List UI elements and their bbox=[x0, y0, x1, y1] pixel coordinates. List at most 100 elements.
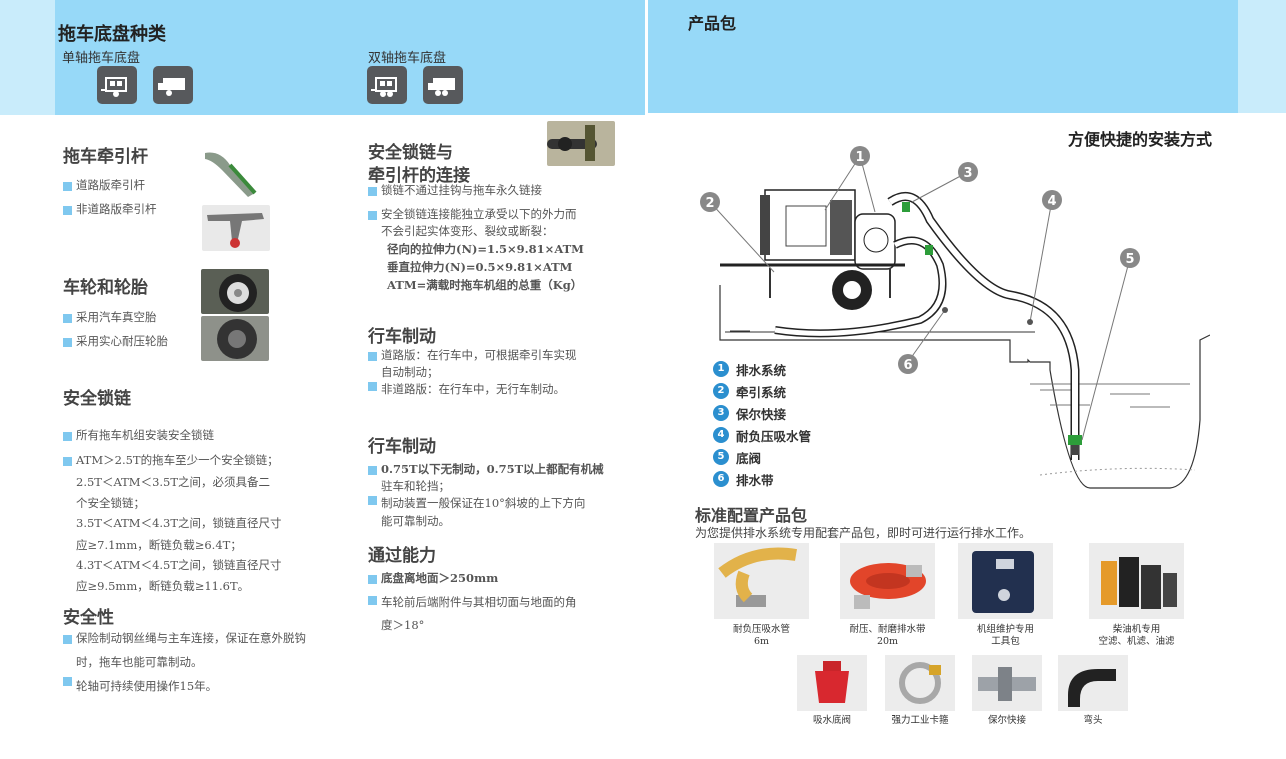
pass-item-2-l2: 度＞18° bbox=[381, 618, 425, 632]
caption-line: 耐负压吸水管 bbox=[732, 624, 790, 635]
pass-item-1: 底盘离地面＞250mm bbox=[381, 571, 499, 585]
legend-label-2: 牵引系统 bbox=[736, 385, 787, 400]
hose-icon bbox=[718, 547, 797, 607]
product-caption-7: 保尔快接 bbox=[987, 715, 1026, 726]
safety-item-1-l1: 保险制动钢丝绳与主车连接，保证在意外脱钩 bbox=[76, 631, 306, 645]
product-caption-3: 机组维护专用 工具包 bbox=[950, 624, 1061, 649]
wheels-title: 车轮和轮胎 bbox=[63, 278, 148, 298]
double-axle-label: 双轴拖车底盘 bbox=[368, 51, 447, 66]
bag-icon bbox=[972, 551, 1034, 613]
safety-item-2: 轮轴可持续使用操作15年。 bbox=[76, 679, 218, 693]
elbow-image bbox=[1058, 655, 1128, 711]
chain-link-title-l2: 牵引杆的连接 bbox=[368, 166, 470, 186]
legend-num-5: 5 bbox=[713, 449, 729, 465]
product-package-title: 产品包 bbox=[688, 14, 737, 33]
pass-item-2-l1: 车轮前后端附件与其相切面与地面的角 bbox=[381, 595, 577, 609]
towbar-item-1: 道路版牵引杆 bbox=[76, 178, 145, 192]
wheels-item-1: 采用汽车真空胎 bbox=[76, 310, 157, 324]
diagram-label-5: 5 bbox=[1125, 252, 1134, 267]
brake2-item-1-l2: 驻车和轮挡； bbox=[381, 479, 450, 493]
caption-line: 工具包 bbox=[991, 636, 1020, 648]
bullet bbox=[63, 314, 72, 323]
towbar-item-2: 非道路版牵引杆 bbox=[76, 202, 157, 216]
toolkit-image bbox=[958, 543, 1053, 619]
caption-line: 机组维护专用 bbox=[976, 624, 1034, 635]
legend-num-2: 2 bbox=[713, 383, 729, 399]
single-axle-icon-1 bbox=[97, 66, 137, 104]
chain-item-2-l7: 应≥9.5mm，断链负载≥11.6T。 bbox=[76, 579, 250, 593]
chain-item-2-l5: 应≥7.1mm，断链负载≥6.4T； bbox=[76, 538, 242, 552]
hose-icon bbox=[850, 563, 926, 609]
clamp-image bbox=[885, 655, 955, 711]
installation-diagram: 1 2 3 4 5 6 bbox=[700, 146, 1210, 489]
bullet bbox=[368, 496, 377, 505]
legend-label-6: 排水带 bbox=[736, 473, 774, 488]
trailer-icon bbox=[101, 77, 127, 97]
towbar-image bbox=[207, 213, 264, 248]
filters-image bbox=[1089, 543, 1184, 619]
chassis-types-title: 拖车底盘种类 bbox=[58, 24, 166, 45]
chain-link-title-l1: 安全锁链与 bbox=[368, 143, 453, 163]
diagram-label-3: 3 bbox=[963, 166, 972, 181]
legend-num-4: 4 bbox=[713, 427, 729, 443]
chain-item-2-l4: 3.5T＜ATM＜4.3T之间，锁链直径尺寸 bbox=[76, 516, 282, 530]
bullet bbox=[368, 352, 377, 361]
single-axle-label: 单轴拖车底盘 bbox=[62, 51, 141, 66]
legend-num-1: 1 bbox=[713, 361, 729, 377]
truck-icon bbox=[158, 78, 185, 96]
safety-title: 安全性 bbox=[63, 608, 114, 628]
bullet bbox=[63, 432, 72, 441]
double-axle-icon-2 bbox=[423, 66, 463, 104]
header-band-right-edge bbox=[1238, 0, 1286, 113]
brake2-item-2-l1: 制动装置一般保证在10°斜坡的上下方向 bbox=[381, 496, 586, 510]
safety-item-1-l2: 时，拖车也能可靠制动。 bbox=[76, 655, 203, 669]
header-band-left-main bbox=[55, 0, 645, 115]
product-caption-4: 柴油机专用 空滤、机滤、油滤 bbox=[1076, 624, 1197, 649]
tire-image bbox=[217, 319, 257, 359]
vacuum-tire-photo bbox=[201, 269, 269, 314]
bullet bbox=[63, 206, 72, 215]
diagram-label-1: 1 bbox=[855, 150, 864, 165]
chain-link-photo bbox=[547, 121, 615, 166]
discharge-hose-image bbox=[840, 543, 935, 619]
diagram-label-6: 6 bbox=[903, 358, 912, 373]
chain-link-item-2-l1: 安全锁链连接能独立承受以下的外力而 bbox=[381, 207, 577, 221]
brake1-item-1-l2: 自动制动； bbox=[381, 365, 439, 379]
chain-link-item-1: 锁链不通过挂钩与拖车永久链接 bbox=[381, 183, 542, 197]
formula-2: 垂直拉伸力(N)=0.5×9.81×ATM bbox=[387, 260, 573, 274]
trailer-icon bbox=[371, 77, 397, 97]
truck-icon bbox=[428, 78, 455, 96]
bullet bbox=[63, 635, 72, 644]
product-caption-6: 强力工业卡箍 bbox=[891, 715, 949, 726]
diagram-label-2: 2 bbox=[705, 196, 714, 211]
product-caption-1: 耐负压吸水管 6m bbox=[706, 624, 817, 649]
safety-chain-title: 安全锁链 bbox=[63, 389, 131, 409]
bullet bbox=[368, 382, 377, 391]
product-caption-8: 弯头 bbox=[1083, 715, 1103, 726]
chain-link-item-2-l2: 不会引起实体变形、裂纹或断裂： bbox=[381, 224, 554, 238]
formula-3: ATM=满载时拖车机组的总重（Kg） bbox=[387, 278, 583, 292]
suction-hose-image bbox=[714, 543, 809, 619]
product-caption-2: 耐压、耐磨排水带 20m bbox=[832, 624, 943, 649]
bullet bbox=[368, 575, 377, 584]
filter-icon bbox=[1101, 557, 1177, 609]
brake2-item-1-l1: 0.75T以下无制动，0.75T以上都配有机械 bbox=[381, 462, 604, 476]
legend-label-1: 排水系统 bbox=[736, 363, 787, 378]
diagram-label-4: 4 bbox=[1047, 194, 1056, 209]
caption-line: 柴油机专用 bbox=[1112, 624, 1161, 635]
single-axle-icon-2 bbox=[153, 66, 193, 104]
brake1-item-1-l1: 道路版：在行车中，可根据牵引车实现 bbox=[381, 348, 577, 362]
package-subtitle: 为您提供排水系统专用配套产品包，即时可进行运行排水工作。 bbox=[695, 526, 1032, 540]
formula-1: 径向的拉伸力(N)=1.5×9.81×ATM bbox=[387, 242, 584, 256]
chain-item-2-l2: 2.5T＜ATM＜3.5T之间，必须具备二 bbox=[76, 475, 271, 489]
double-axle-icon-1 bbox=[367, 66, 407, 104]
legend-num-6: 6 bbox=[713, 471, 729, 487]
legend-label-4: 耐负压吸水管 bbox=[736, 429, 812, 444]
caption-line: 耐压、耐磨排水带 bbox=[849, 624, 926, 635]
chain-item-2-l1: ATM＞2.5T的拖车至少一个安全锁链； bbox=[76, 453, 279, 467]
towbar-title: 拖车牵引杆 bbox=[63, 147, 148, 167]
clamp-icon bbox=[899, 662, 941, 704]
bauer-coupling-image bbox=[972, 655, 1042, 711]
towbar-offroad-photo bbox=[202, 205, 270, 251]
coupling-icon bbox=[978, 667, 1036, 701]
